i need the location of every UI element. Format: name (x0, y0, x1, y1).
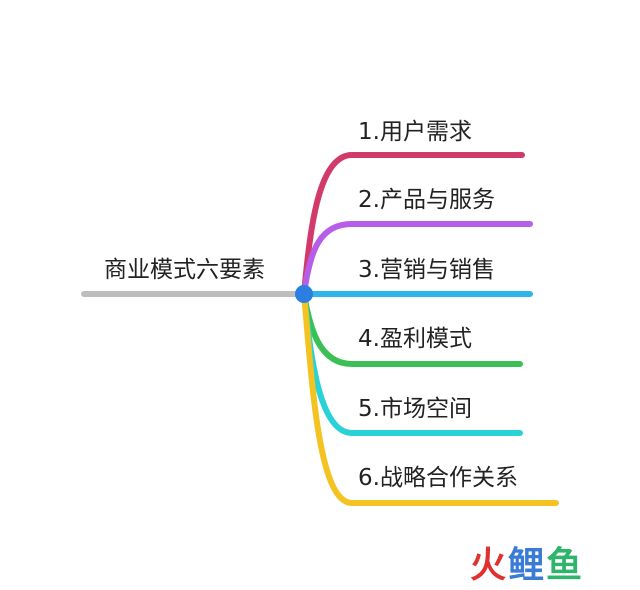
root-topic-label: 商业模式六要素 (104, 257, 265, 283)
branch-label-profit-model: 4.盈利模式 (358, 326, 472, 352)
branch-label-marketing-sales: 3.营销与销售 (358, 257, 495, 283)
watermark-char-1: 火 (470, 545, 509, 586)
watermark-char-2: 鲤 (508, 545, 547, 586)
watermark-char-3: 鱼 (546, 545, 585, 586)
branch-connector-6 (301, 291, 559, 506)
branch-label-user-needs: 1.用户需求 (358, 119, 472, 145)
branch-label-products-services: 2.产品与服务 (358, 187, 495, 213)
branch-label-strategic-partnerships: 6.战略合作关系 (358, 465, 518, 491)
root-node (295, 285, 313, 303)
watermark-logo: 火鲤鱼 (470, 548, 584, 584)
branch-label-market-space: 5.市场空间 (358, 396, 472, 422)
branch-connector-2 (301, 221, 533, 297)
